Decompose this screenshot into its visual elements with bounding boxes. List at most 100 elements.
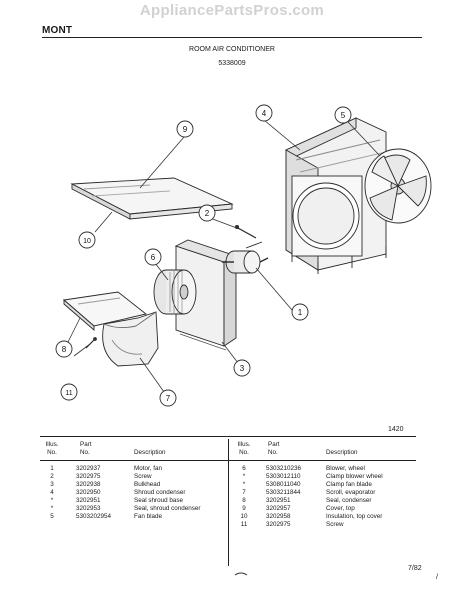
right-header-part-line1: Part: [268, 441, 280, 448]
callout-1: 1: [291, 303, 309, 321]
callout-4: 4: [255, 104, 273, 122]
callout-1-label: 1: [298, 308, 303, 317]
right-row-4-no: 7: [242, 489, 246, 496]
document-title: ROOM AIR CONDITIONER: [189, 46, 275, 53]
left-row-1-part: 3202937: [76, 465, 101, 472]
left-header-description: Description: [134, 449, 166, 456]
brand-name: MONT: [42, 25, 73, 36]
condenser-shroud-part: [285, 117, 387, 274]
model-number: 5338009: [218, 60, 246, 67]
diagram-code: 1420: [388, 426, 404, 433]
right-row-3-part: 5308011040: [266, 481, 301, 488]
right-row-2-desc: Clamp blower wheel: [326, 473, 383, 480]
right-row-7-part: 3202958: [266, 513, 291, 520]
callout-10: 10: [78, 231, 96, 249]
right-row-7-desc: Insulation, top cover: [326, 513, 383, 520]
exploded-parts-diagram: 1 2 3 4 5 6 7 8 9 10 11: [55, 104, 432, 407]
right-header-part-line2: No.: [268, 449, 278, 456]
blower-wheel-part: [153, 269, 197, 315]
right-header-illus-line1: Illus.: [237, 441, 251, 448]
callout-9: 9: [176, 120, 194, 138]
left-row-7-desc: Fan blade: [134, 513, 163, 520]
callout-6-label: 6: [151, 253, 156, 262]
top-cover-insulation-part: [70, 177, 234, 220]
right-header-part: Part No.: [268, 441, 280, 457]
right-row-2-no: *: [242, 473, 246, 480]
callout-11: 11: [60, 383, 78, 401]
left-row-5-no: *: [50, 497, 54, 504]
revision-date: 7/82: [408, 565, 422, 572]
right-row-8-part: 3202975: [266, 521, 291, 528]
left-row-3-no: 3: [50, 481, 54, 488]
right-row-7-no: 10: [240, 513, 248, 520]
footer-mark: /: [436, 574, 438, 581]
bulkhead-part: [174, 239, 238, 351]
callout-3: 3: [233, 359, 251, 377]
right-row-1-desc: Blower, wheel: [326, 465, 365, 472]
left-row-6-part: 3202953: [76, 505, 101, 512]
left-row-6-no: *: [50, 505, 54, 512]
callout-5-label: 5: [341, 111, 346, 120]
fan-motor-part: [222, 241, 269, 274]
right-row-5-part: 3202951: [266, 497, 291, 504]
footer-symbol-icon: [234, 572, 248, 576]
fan-blade-part: [364, 148, 432, 224]
callout-8-label: 8: [62, 345, 67, 354]
right-row-8-no: 11: [240, 521, 248, 528]
left-row-7-no: 5: [50, 513, 54, 520]
right-header-illus: Illus. No.: [230, 441, 258, 457]
table-top-rule: [40, 436, 416, 437]
left-row-4-part: 3202950: [76, 489, 101, 496]
callout-3-label: 3: [240, 364, 245, 373]
callout-11-label: 11: [65, 390, 72, 397]
right-row-1-part: 5303210236: [266, 465, 302, 472]
callout-4-label: 4: [262, 109, 267, 118]
header-rule: [42, 37, 422, 38]
right-row-5-no: 8: [242, 497, 246, 504]
left-header-illus-line2: No.: [47, 449, 57, 456]
right-row-4-part: 5303211844: [266, 489, 301, 496]
left-row-2-no: 2: [50, 473, 54, 480]
left-header-illus-line1: Illus.: [45, 441, 59, 448]
left-row-3-desc: Bulkhead: [134, 481, 161, 488]
right-row-3-desc: Clamp fan blade: [326, 481, 372, 488]
left-row-1-no: 1: [50, 465, 54, 472]
callout-6: 6: [144, 248, 162, 266]
right-row-6-no: 9: [242, 505, 246, 512]
callout-7: 7: [159, 389, 177, 407]
right-row-6-part: 3202957: [266, 505, 291, 512]
right-row-6-desc: Cover, top: [326, 505, 355, 512]
left-row-7-part: 5303202954: [76, 513, 112, 520]
callout-9-label: 9: [183, 125, 188, 134]
screw-11-part: [85, 337, 97, 349]
screw-part: [234, 224, 257, 239]
callout-2: 2: [198, 204, 216, 222]
right-row-4-desc: Scroll, evaporator: [326, 489, 376, 496]
right-header-illus-line2: No.: [239, 449, 249, 456]
left-row-5-desc: Seal shroud base: [134, 497, 184, 504]
left-row-1-desc: Motor, fan: [134, 465, 163, 472]
evaporator-scroll-part: [102, 311, 159, 367]
right-row-2-part: 5303012110: [266, 473, 301, 480]
callout-10-label: 10: [83, 238, 91, 245]
callout-2-label: 2: [205, 209, 210, 218]
right-row-8-desc: Screw: [326, 521, 344, 528]
left-row-6-desc: Seal, shroud condenser: [134, 505, 201, 512]
right-row-3-no: *: [242, 481, 246, 488]
leader-lines: [67, 119, 381, 393]
left-header-illus: Illus. No.: [38, 441, 66, 457]
left-row-5-part: 3202951: [76, 497, 101, 504]
callout-7-label: 7: [166, 394, 171, 403]
left-row-4-no: 4: [50, 489, 54, 496]
left-row-3-part: 3202938: [76, 481, 101, 488]
callout-5: 5: [334, 106, 352, 124]
left-header-part-line2: No.: [80, 449, 90, 456]
watermark-text: AppliancePartsPros.com: [139, 2, 325, 19]
condenser-seal-part: [62, 291, 148, 331]
left-row-2-desc: Screw: [134, 473, 152, 480]
left-row-4-desc: Shroud condenser: [134, 489, 186, 496]
table-column-divider: [228, 439, 229, 566]
right-row-1-no: 6: [242, 465, 246, 472]
callout-8: 8: [55, 340, 73, 358]
left-header-part-line1: Part: [80, 441, 92, 448]
